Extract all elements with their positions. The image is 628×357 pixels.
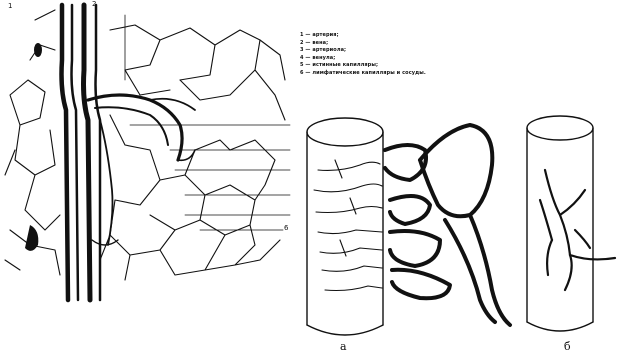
- legend-item-vein: 2 — вена;: [300, 40, 500, 48]
- panel-b-label: б: [564, 340, 571, 353]
- marker-side-label: 6: [284, 224, 288, 232]
- legend-item-venule: 4 — венула;: [300, 55, 500, 63]
- vein-trunk: [84, 5, 91, 300]
- legend-item-lymphatics: 6 — лимфатические капилляры и сосуды.: [300, 70, 500, 78]
- left-network-diagram: [5, 5, 290, 300]
- legend-item-artery: 1 — артерия;: [300, 32, 500, 40]
- artery-trunk: [62, 5, 69, 300]
- legend-item-arteriole: 3 — артериола;: [300, 47, 500, 55]
- marker-top-label: 2: [92, 0, 96, 8]
- panel-b-diagram: [527, 116, 615, 331]
- panel-a-label: а: [340, 340, 347, 353]
- capillary-network: [5, 10, 285, 280]
- leader-lines: [125, 15, 290, 230]
- legend-item-capillaries: 5 — истинные капилляры;: [300, 62, 500, 70]
- marker-top-left-label: 1: [8, 2, 12, 10]
- panel-a-diagram: [307, 118, 510, 335]
- legend: 1 — артерия; 2 — вена; 3 — артериола; 4 …: [300, 32, 500, 78]
